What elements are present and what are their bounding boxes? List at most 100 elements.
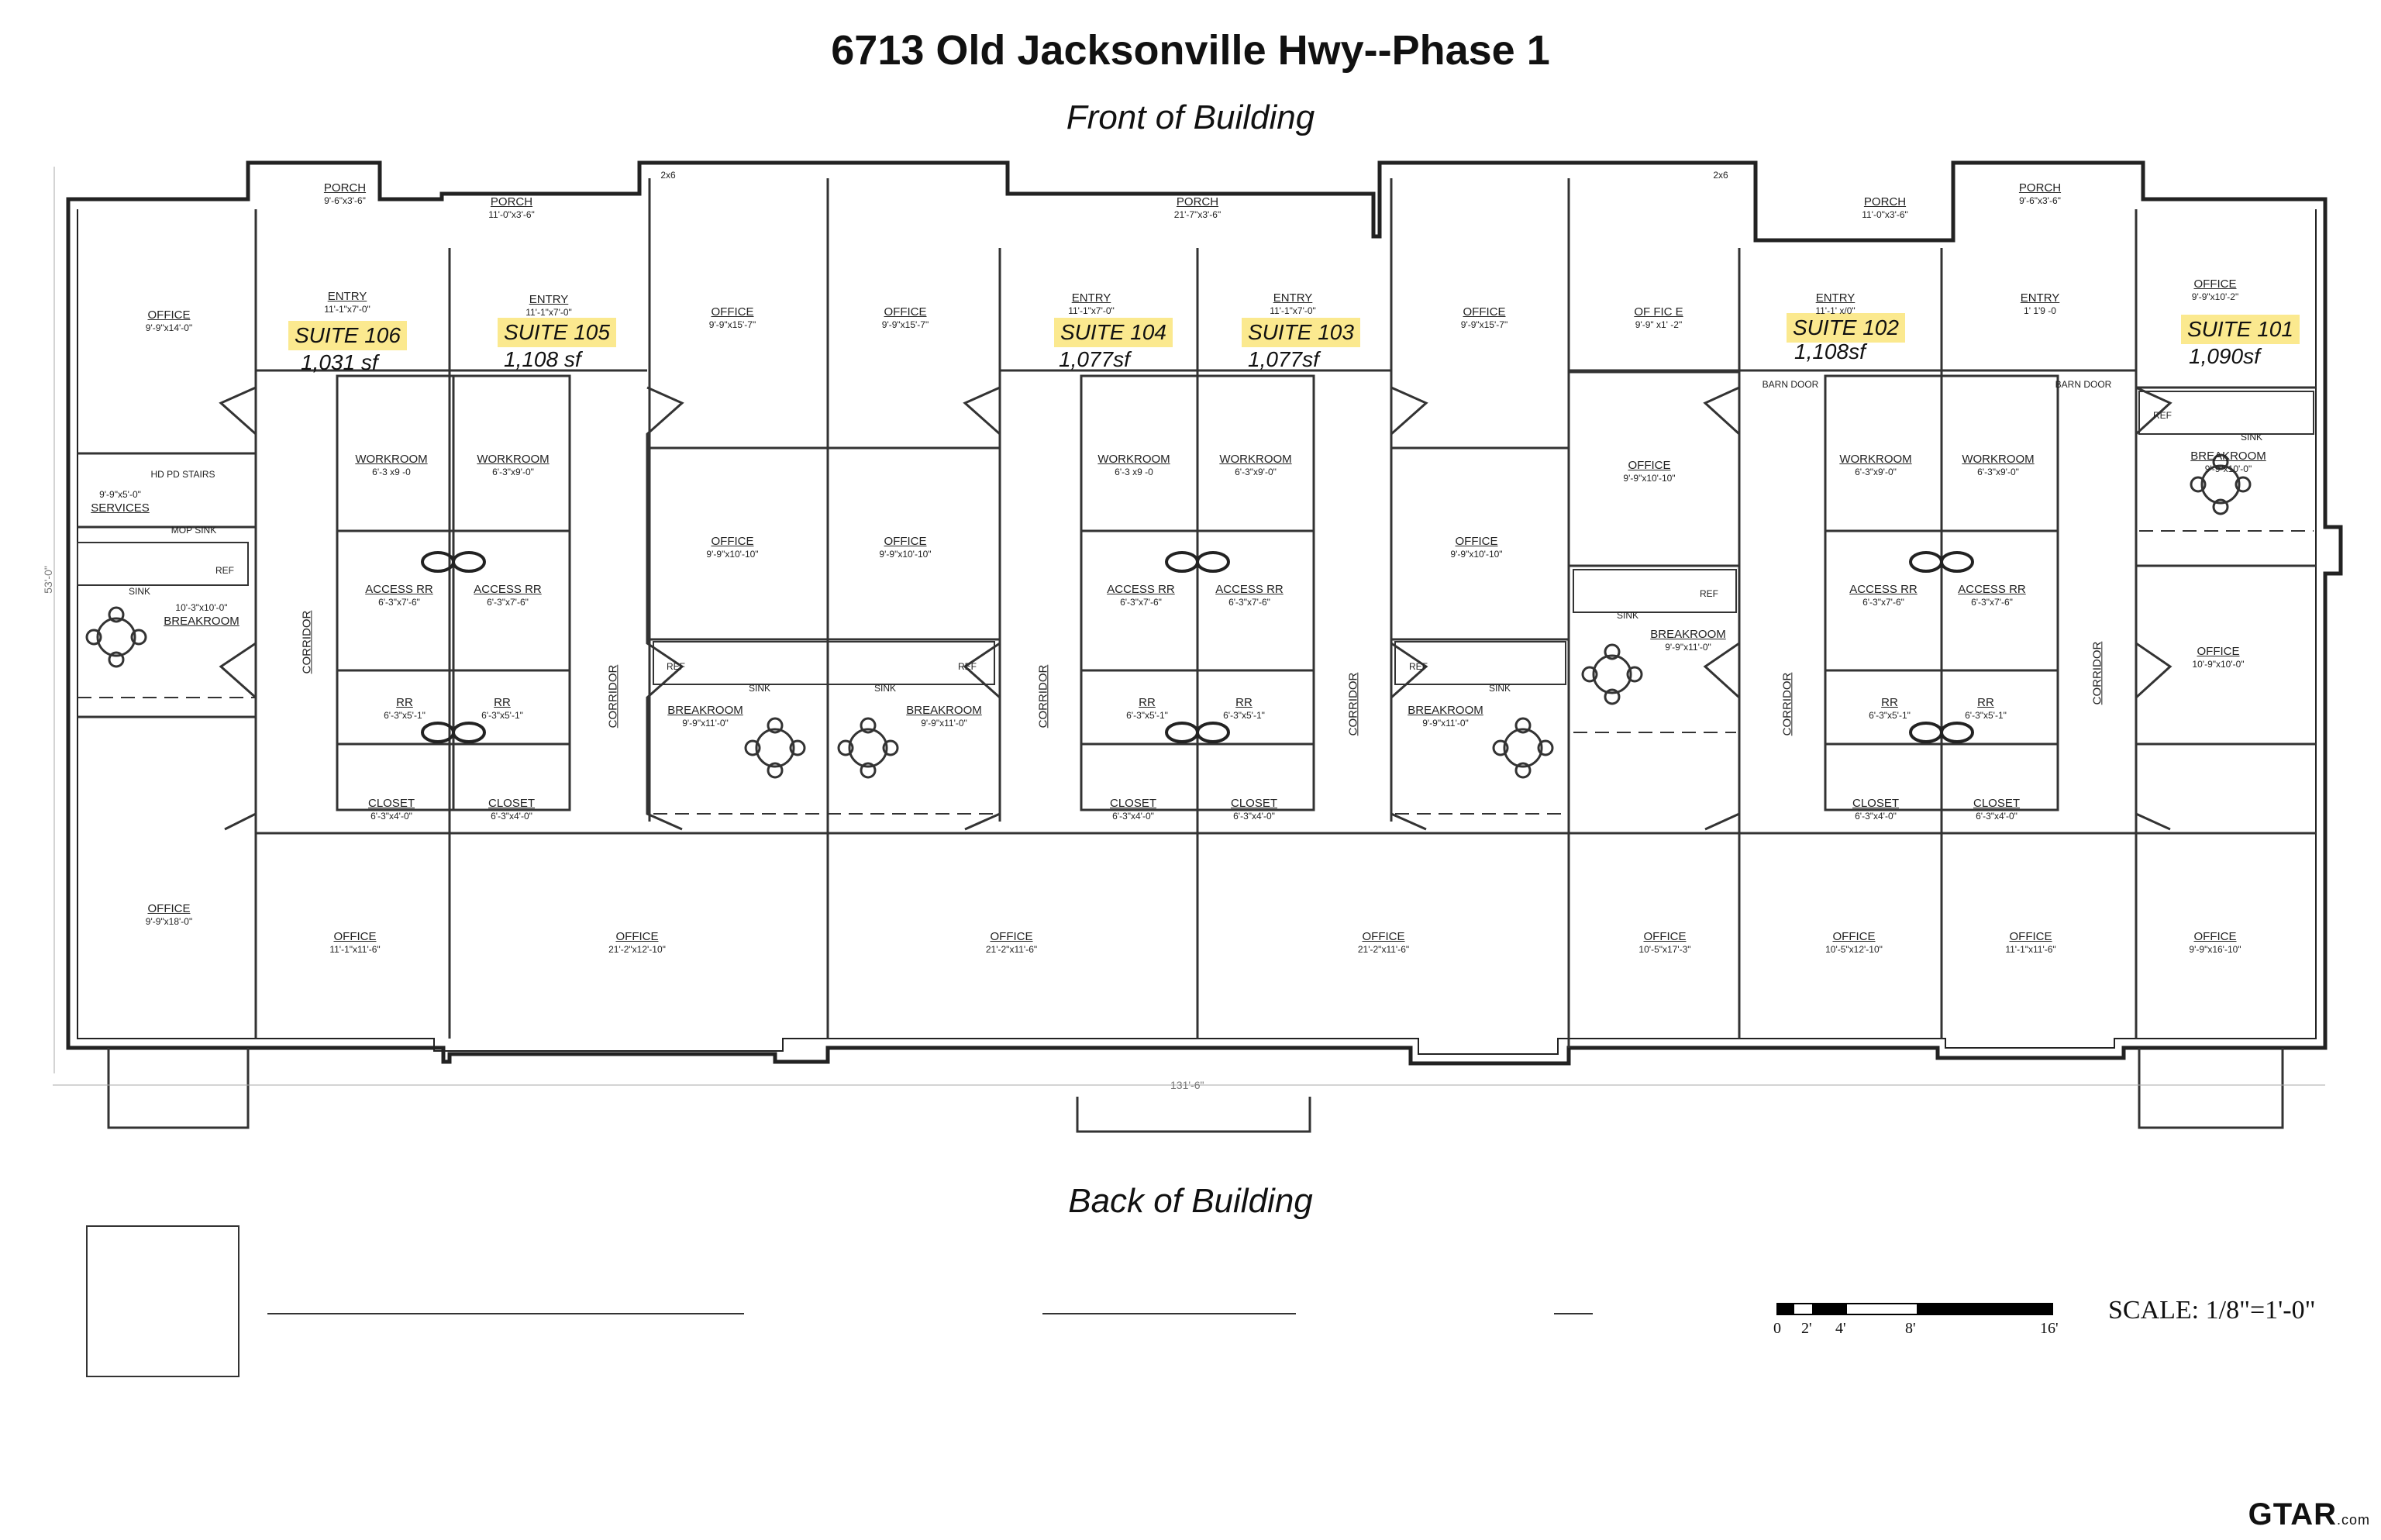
brand-logo: GTAR.com — [2248, 1497, 2370, 1531]
suite-101-label: SUITE 101 — [2181, 315, 2300, 344]
ref-label: REF — [2153, 410, 2172, 421]
suite-103-area: 1,077sf — [1248, 347, 1319, 371]
ref-label: REF — [1409, 661, 1428, 672]
suite-105-label: SUITE 105 — [498, 318, 616, 347]
corridor-label: CORRIDOR — [606, 664, 620, 729]
suite-102-area: 1,108sf — [1794, 339, 1866, 363]
back-label: Back of Building — [1068, 1182, 1313, 1220]
page-title: 6713 Old Jacksonville Hwy--Phase 1 — [831, 27, 1550, 74]
scale-tick: 16' — [2040, 1320, 2059, 1337]
room-mop-sink: MOP SINK — [171, 525, 217, 536]
suite-101-area: 1,090sf — [2189, 344, 2260, 368]
suite-106-label: SUITE 106 — [288, 321, 407, 350]
sink-label: SINK — [1488, 683, 1511, 694]
sink-label: SINK — [748, 683, 771, 694]
sink-label: SINK — [2240, 432, 2263, 443]
outer-wall — [66, 160, 2343, 1066]
scale-tick: 8' — [1905, 1320, 1916, 1337]
suite-104-label: SUITE 104 — [1054, 318, 1173, 347]
stud-label: 2x6 — [660, 170, 676, 181]
corridor-label: CORRIDOR — [1036, 664, 1050, 729]
room-breakroom: 10'-3"x10'-0"BREAKROOM — [164, 602, 239, 628]
depth-dimension: 53'-0" — [41, 566, 54, 594]
scale-text: SCALE: 1/8"=1'-0" — [2108, 1296, 2316, 1325]
room-services: 9'-9"x5'-0"SERVICES — [91, 489, 150, 515]
suite-104-area: 1,077sf — [1059, 347, 1130, 371]
front-label: Front of Building — [1066, 98, 1315, 136]
scale-tick: 2' — [1801, 1320, 1812, 1337]
suite-106-area: 1,031 sf — [301, 350, 378, 374]
ref-label: REF — [667, 661, 685, 672]
suite-103-label: SUITE 103 — [1242, 318, 1360, 347]
corridor-label: CORRIDOR — [1346, 672, 1360, 736]
suite-105-area: 1,108 sf — [504, 347, 581, 371]
sink-label: SINK — [1616, 610, 1639, 621]
barn-door-label: BARN DOOR — [1762, 379, 1819, 390]
width-dimension: 131'-6" — [1170, 1079, 1204, 1091]
suite-102-label: SUITE 102 — [1787, 313, 1905, 343]
room-stairs: HD PD STAIRS — [150, 469, 215, 480]
scale-tick: 4' — [1835, 1320, 1846, 1337]
ref-label: REF — [215, 565, 234, 576]
stud-label: 2x6 — [1713, 170, 1728, 181]
sink-label: SINK — [873, 683, 897, 694]
barn-door-label: BARN DOOR — [2055, 379, 2112, 390]
